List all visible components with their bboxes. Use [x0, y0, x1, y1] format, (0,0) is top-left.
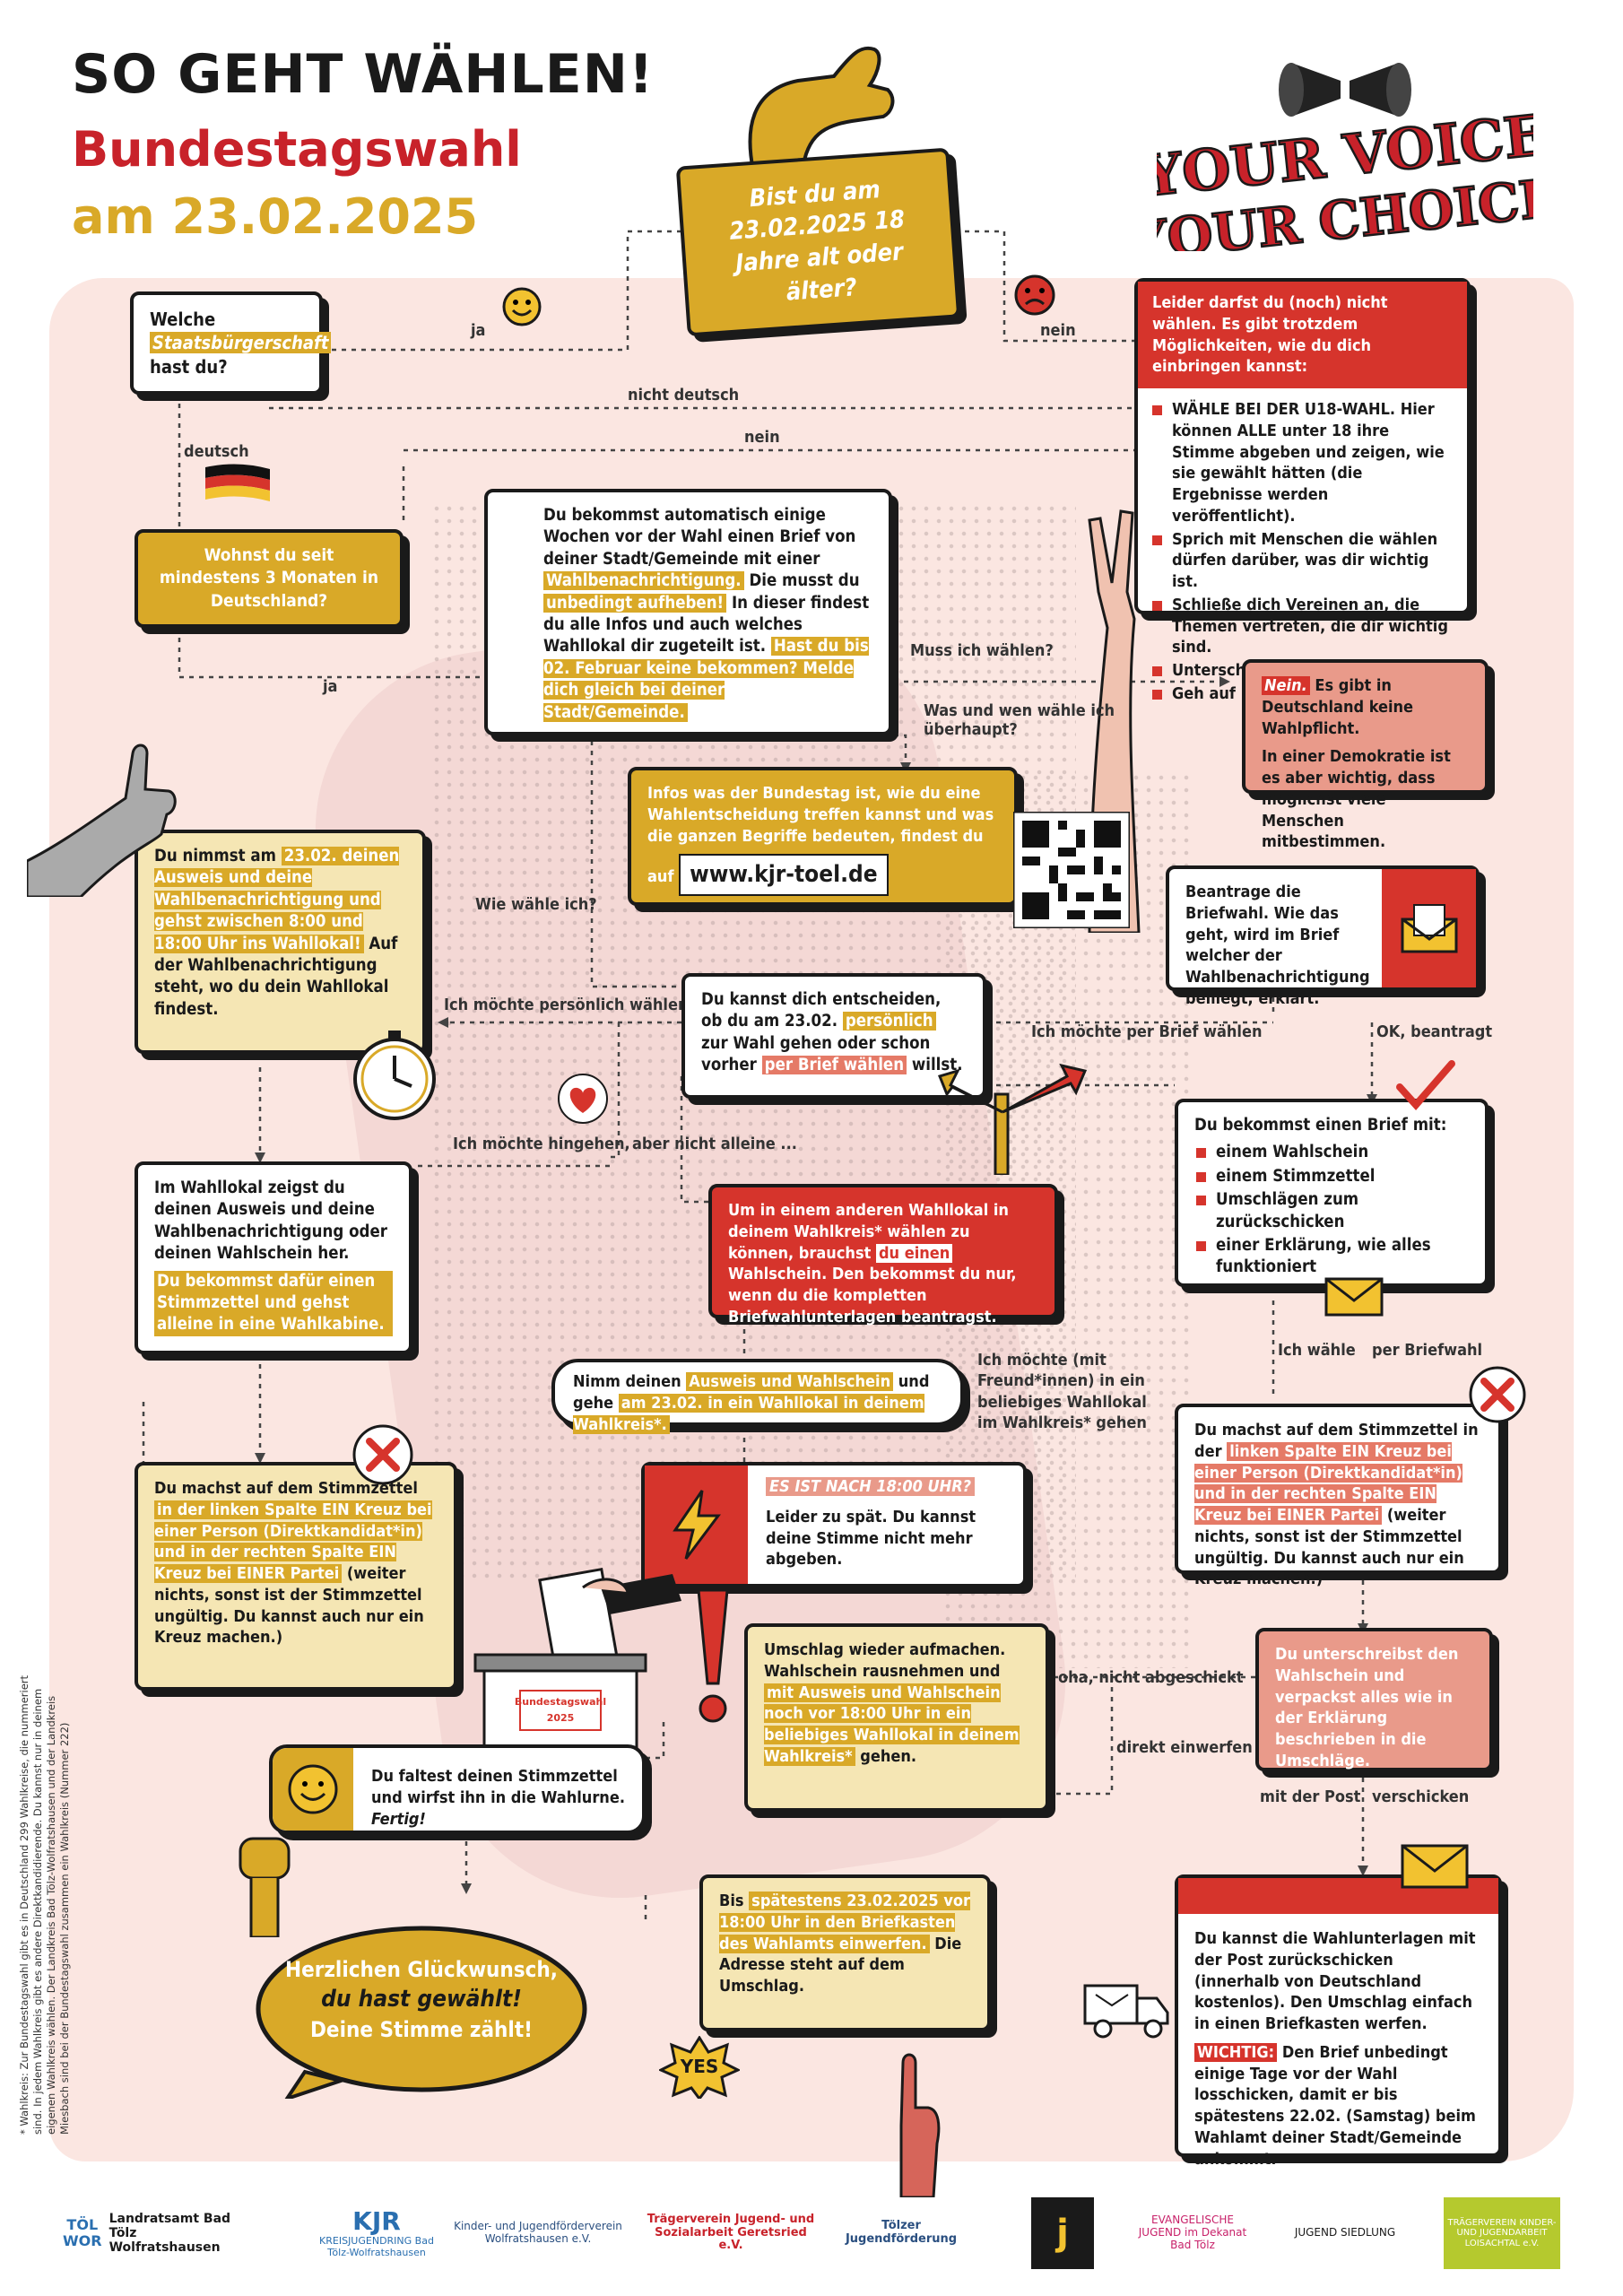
- unterlagen-list: einem Wahlschein einem Stimmzettel Umsch…: [1194, 1142, 1469, 1278]
- box-umschlag-aufmachen: Umschlag wieder aufmachen. Wahlschein ra…: [744, 1623, 1049, 1812]
- raised-fist-icon: [224, 1830, 305, 1939]
- label-was-und-wen: Was und wen wähle ich überhaupt?: [924, 701, 1115, 739]
- happy-smiley-icon: [502, 287, 542, 326]
- logo-landratsamt[interactable]: TÖL WOR Landratsamt Bad Tölz Wolfratshau…: [63, 2211, 231, 2256]
- your-voice-logo: YOUR VOICE YOUR CHOICE: [1125, 27, 1563, 274]
- lightning-icon: [645, 1465, 748, 1584]
- box-briefwahl-beantragen: Beantrage die Briefwahl. Wie das geht, w…: [1166, 865, 1480, 1008]
- box-nicht-waehlen: Leider darfst du (noch) nicht wählen. Es…: [1134, 278, 1471, 703]
- signpost-arrows-icon: [933, 1058, 1094, 1177]
- box-ausweis-zeigen: Im Wahllokal zeigst du deinen Ausweis un…: [135, 1161, 412, 1354]
- box-nach-18-uhr: ES IST NACH 18:00 UHR? Leider zu spät. D…: [641, 1462, 1027, 1587]
- checkmark-icon: [1394, 1058, 1457, 1112]
- list-item: einem Stimmzettel: [1194, 1166, 1469, 1187]
- delivery-truck-icon: [1076, 1973, 1175, 2045]
- logo-jugendsiedlung[interactable]: JUGEND SIEDLUNG: [1294, 2226, 1396, 2239]
- box-unterschreibst: Du unterschreibst den Wahlschein und ver…: [1255, 1628, 1493, 1771]
- box-staatsbuergerschaft: Welche Staatsbürgerschaft hast du?: [130, 291, 332, 395]
- box-wahllokal: Du nimmst am 23.02. deinen Ausweis und d…: [135, 830, 426, 1054]
- label-hingehen: Ich möchte hingehen,: [453, 1135, 630, 1153]
- list-item: Umschlägen zum zurückschicken: [1194, 1189, 1469, 1233]
- label-verschicken: verschicken: [1372, 1787, 1470, 1806]
- box-kreuz-wahllokal: Du machst auf dem Stimmzettel in der lin…: [135, 1462, 457, 1691]
- happy-smiley-icon: [273, 1748, 353, 1831]
- cross-mark-icon: [350, 1422, 417, 1489]
- label-deutsch: deutsch: [184, 442, 249, 461]
- list-item: WÄHLE BEI DER U18-WAHL. Hier können ALLE…: [1150, 399, 1454, 527]
- question-age: Bist du am 23.02.2025 18 Jahre alt oder …: [675, 147, 961, 337]
- speech-bubble-congrats: Herzlichen Glückwunsch, du hast gewählt!…: [251, 1919, 592, 2102]
- box-anderes-wahllokal: Um in einem anderen Wahllokal in deinem …: [708, 1184, 1058, 1326]
- svg-text:Bundestagswahl: Bundestagswahl: [515, 1696, 606, 1708]
- box-entscheiden: Du kannst dich entscheiden, ob du am 23.…: [681, 973, 986, 1099]
- label-mit-der-post: mit der Post: [1260, 1787, 1361, 1806]
- label-nein: nein: [1040, 321, 1076, 340]
- label-persoenlich-waehlen: Ich möchte persönlich wählen: [444, 996, 689, 1014]
- exclamation-icon: [686, 1583, 740, 1726]
- envelope-icon: [1399, 1839, 1471, 1892]
- label-oha: oha, nicht abgeschickt: [1058, 1668, 1244, 1687]
- qr-code-icon[interactable]: [1011, 810, 1132, 930]
- congrats-line: Herzlichen Glückwunsch,: [285, 1957, 558, 1982]
- footnote-wahlkreis: * Wahlkreis: Zur Bundestagswahl gibt es …: [18, 1674, 71, 2135]
- sad-smiley-icon: [1013, 274, 1056, 317]
- logo-j[interactable]: j: [1031, 2197, 1094, 2269]
- congrats-line: du hast gewählt!: [321, 1986, 522, 2013]
- label-ja: ja: [323, 677, 338, 696]
- box-unterlagen: Du bekommst einen Brief mit: einem Wahls…: [1175, 1099, 1488, 1287]
- thumbs-up-hand-icon: [717, 36, 915, 172]
- envelope-letter-icon: [1382, 869, 1476, 987]
- envelope-icon: [1323, 1274, 1385, 1320]
- logo-loisachtal[interactable]: TRÄGERVEREIN KINDER- UND JUGENDARBEIT LO…: [1444, 2197, 1560, 2269]
- box-nimm-ausweis: Nimm deinen Ausweis und Wahlschein und g…: [551, 1359, 964, 1434]
- label-ja: ja: [471, 321, 486, 340]
- logo-traegerverein-geretsried[interactable]: Trägerverein Jugend- und Sozialarbeit Ge…: [647, 2212, 815, 2253]
- list-item: Schließe dich Vereinen an, die Themen ve…: [1150, 595, 1454, 658]
- label-muss-ich-waehlen: Muss ich wählen?: [910, 641, 1054, 660]
- list-item: einer Erklärung, wie alles funktioniert: [1194, 1235, 1469, 1279]
- logo-evangelische-jugend[interactable]: EVANGELISCHE JUGEND im Dekanat Bad Tölz: [1138, 2213, 1247, 2251]
- label-nicht-alleine: aber nicht alleine ...: [632, 1135, 797, 1153]
- label-per-brief-waehlen: Ich möchte per Brief wählen: [1031, 1022, 1263, 1041]
- box-infos: Infos was der Bundestag ist, wie du eine…: [628, 767, 1018, 906]
- election-date: am 23.02.2025: [72, 188, 479, 245]
- label-ok-beantragt: OK, beantragt: [1376, 1022, 1493, 1041]
- box-falten: Du faltest deinen Stimmzettel und wirfst…: [269, 1744, 646, 1834]
- yes-badge: YES: [657, 2035, 742, 2101]
- congrats-line: Deine Stimme zählt!: [309, 2017, 533, 2043]
- label-ich-waehle: Ich wähle: [1278, 1341, 1356, 1360]
- label-nein: nein: [744, 428, 780, 447]
- list-item: Sprich mit Menschen die wählen dürfen da…: [1150, 529, 1454, 593]
- megaphone-icon: [1279, 63, 1411, 117]
- label-nicht-deutsch: nicht deutsch: [628, 386, 740, 404]
- pointing-hand-icon: [874, 2036, 946, 2199]
- box-kreuz-briefwahl: Du machst auf dem Stimmzettel in der lin…: [1175, 1404, 1502, 1588]
- box-wahlbenachrichtigung: Du bekommst automatisch einige Wochen vo…: [484, 489, 892, 735]
- box-wohnst: Wohnst du seit mindestens 3 Monaten in D…: [135, 529, 404, 628]
- logo-kinder-jugendfoerderverein[interactable]: Kinder- und Jugendförderverein Wolfratsh…: [454, 2220, 622, 2245]
- kjr-website-link[interactable]: www.kjr-toel.de: [679, 854, 889, 896]
- thumbs-up-hand-icon: [25, 718, 179, 899]
- box-nicht-waehlen-heading: Leider darfst du (noch) nicht wählen. Es…: [1138, 282, 1467, 388]
- label-per-briefwahl: per Briefwahl: [1372, 1341, 1483, 1360]
- heart-icon: [556, 1072, 610, 1126]
- page-subtitle: Bundestagswahl: [72, 121, 522, 178]
- box-briefkasten-wahlamt: Bis spätestens 23.02.2025 vor 18:00 Uhr …: [699, 1874, 991, 2031]
- logo-kjr[interactable]: KJR KREISJUGENDRING Bad Tölz-Wolfratshau…: [319, 2206, 434, 2259]
- label-mit-freund: Ich möchte (mit Freund*innen) in ein bel…: [977, 1351, 1147, 1433]
- clock-icon: [345, 1027, 444, 1126]
- box-post-zurueckschicken: Du kannst die Wahlunterlagen mit der Pos…: [1175, 1874, 1502, 2169]
- label-wie-waehle-ich: Wie wähle ich?: [475, 895, 597, 914]
- label-direkt-einwerfen: direkt einwerfen: [1116, 1738, 1253, 1757]
- svg-text:2025: 2025: [547, 1712, 575, 1724]
- page-title: SO GEHT WÄHLEN!: [72, 43, 655, 106]
- logo-toelzer-jugendfoerderung[interactable]: Tölzer Jugendförderung: [845, 2219, 958, 2246]
- cross-mark-icon: [1466, 1363, 1529, 1426]
- box-wahlpflicht: Nein. Es gibt in Deutschland keine Wahlp…: [1242, 659, 1488, 851]
- german-flag-icon: [202, 462, 273, 509]
- list-item: einem Wahlschein: [1194, 1142, 1469, 1163]
